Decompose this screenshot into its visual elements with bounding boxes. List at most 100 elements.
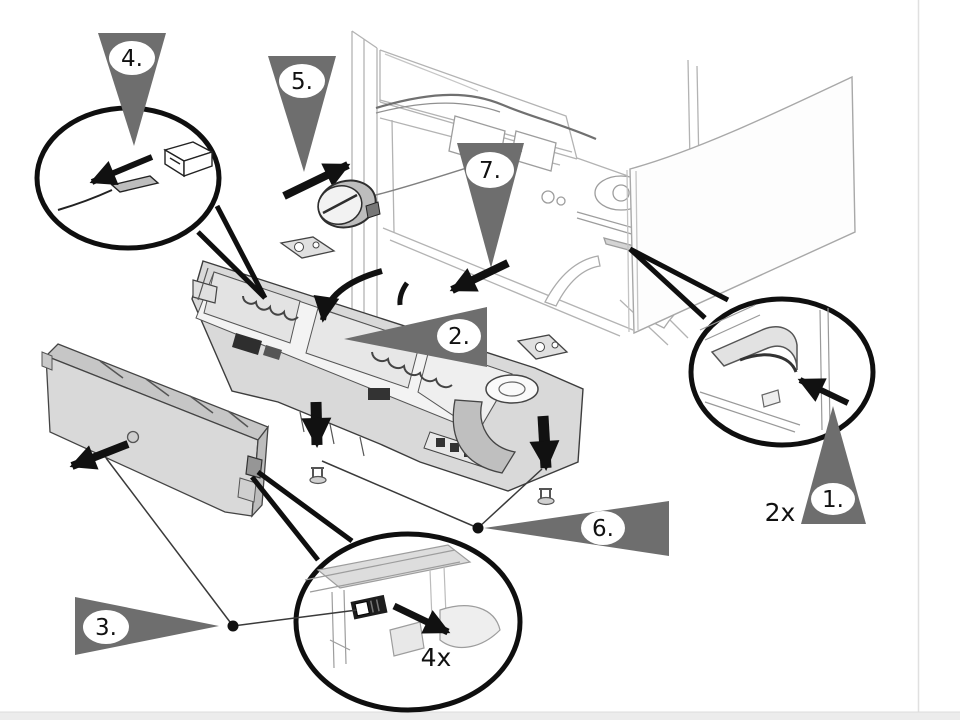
balloon4-tail-2 [214, 204, 268, 300]
step-7-number: 7. [479, 158, 501, 184]
sensor-wire [57, 189, 113, 211]
step-1-bubble [811, 483, 855, 515]
boiler-bottom-tray [382, 227, 634, 337]
snap-clip-ridges [369, 599, 380, 613]
mounting-bracket-left [279, 236, 336, 259]
step-4-number: 4. [121, 46, 143, 72]
detail-balloon-step1 [628, 246, 876, 448]
step5-insert-arrow [282, 161, 351, 200]
screw-right-stem [539, 488, 552, 498]
air-vane-left [544, 255, 601, 307]
cable-clamp-scallops-1 [242, 295, 299, 321]
boiler-side-panel [629, 75, 856, 335]
balloon4-circle [34, 105, 222, 251]
screw-left-arrow [301, 401, 332, 448]
panel-front-face [45, 355, 259, 517]
step-7-bubble [466, 152, 514, 188]
step-6-number: 6. [592, 516, 614, 542]
quantity-2x-label: 2x [765, 498, 796, 527]
cable-clamp-scallops-2 [371, 351, 453, 389]
base-lines [699, 391, 801, 433]
step-4-marker: 4. [98, 33, 166, 146]
bracket-hole-3 [535, 342, 545, 352]
retaining-clip [761, 389, 781, 408]
step4-direction-arrow [89, 154, 154, 185]
pointer-dot-left [227, 620, 239, 632]
terminal-block-dark [232, 333, 262, 355]
screw-right [537, 488, 555, 506]
grommet-small [556, 196, 566, 206]
connector-1 [436, 438, 445, 447]
balloon1-tail-2 [628, 246, 730, 303]
step-3-number: 3. [95, 615, 117, 641]
pump-hub [612, 184, 630, 202]
step-3-marker: 3. [75, 597, 219, 655]
step-2-bubble [437, 319, 481, 353]
screw-left-stem [311, 467, 324, 477]
pointer-panel-to-dot [105, 457, 234, 627]
knob-cap [317, 179, 381, 229]
step-7-marker: 7. [457, 143, 524, 268]
knob-clip [365, 201, 381, 219]
pointer-dot-to-clip [232, 609, 358, 627]
clip-release-arrow [392, 602, 451, 636]
corner-duct [710, 326, 798, 371]
cable-harness [375, 93, 597, 141]
sensor-box-3d [163, 141, 214, 178]
step-1-number: 1. [822, 487, 844, 513]
panel-viewing-hole [126, 430, 140, 444]
flat-sensor [110, 175, 160, 193]
screw-right-arrow [529, 415, 560, 471]
screw-left [309, 467, 327, 485]
step-5-bubble [279, 64, 325, 98]
sensor-box-side [183, 151, 213, 177]
knob-slot [322, 193, 358, 215]
front-panel [41, 343, 270, 518]
fuse-block [368, 388, 390, 400]
step2-rotate-arc-dash [397, 281, 410, 306]
boiler-left-frame [351, 30, 378, 334]
balloon1-detail-lines [699, 304, 831, 433]
upper-lines [699, 304, 761, 341]
quantity-4x-label: 4x [421, 643, 452, 672]
bracket-hole-1 [294, 242, 304, 252]
step-6-marker: 6. [484, 501, 669, 556]
lower-bracket [389, 621, 425, 657]
balloon-clips-tail-1 [250, 475, 320, 562]
grommet [541, 190, 555, 204]
step-5-number: 5. [291, 69, 313, 95]
detail-balloon-clips: 4x [250, 469, 523, 713]
pointer-dot-to-right-screw [477, 468, 543, 529]
balloon1-tail-1 [628, 247, 707, 320]
balloon-clips-detail [304, 544, 501, 669]
pointer-lines [105, 457, 543, 627]
step-6-wedge [484, 501, 669, 556]
step-2-marker: 2. [344, 307, 487, 367]
snap-clip [350, 594, 388, 620]
balloon1-circle [688, 296, 876, 448]
door-reflection [384, 53, 479, 92]
pointer-dot-right [472, 522, 484, 534]
snap-clip-window [354, 600, 370, 617]
pointer-dot-to-left-screw [321, 460, 479, 529]
step-2-number: 2. [448, 324, 470, 350]
balloon-clips-tail-2 [256, 469, 354, 544]
fan-housing [485, 374, 539, 404]
connector-2 [450, 443, 459, 452]
control-box [191, 236, 584, 492]
terminal-block-small [263, 345, 282, 360]
panel-remove-arrow [69, 440, 130, 470]
step-1-marker: 1. 2x [765, 406, 866, 527]
panel-left-tab [41, 351, 53, 371]
screw-right-base [537, 496, 555, 506]
bracket-hole-4 [551, 341, 559, 349]
step2-rotate-arrow [313, 268, 383, 323]
cable-harness-2 [375, 102, 501, 114]
step7-remove-arrow [449, 259, 510, 294]
duct-dark-curve [739, 353, 798, 373]
rail-top [316, 544, 472, 589]
panel-top-slots [99, 360, 249, 428]
step-5-marker: 5. [268, 56, 336, 172]
rail-lines [304, 549, 461, 593]
